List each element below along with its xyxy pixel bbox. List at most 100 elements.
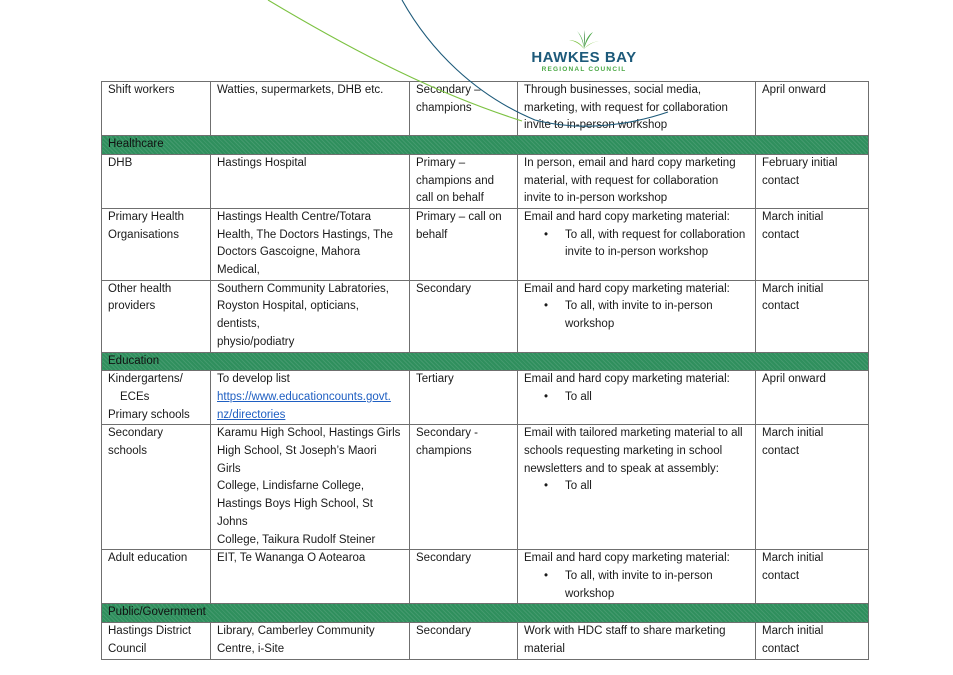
cell-text-line: March initial [762, 282, 824, 295]
cell-timing: April onward [755, 370, 869, 426]
cell-text-line: Doctors Gascoigne, Mahora Medical, [217, 246, 361, 277]
cell-text-line: Email and hard copy marketing material: [524, 373, 730, 386]
cell-text-line: Karamu High School, Hastings Girls [217, 427, 401, 440]
cell-text-line: Secondary [416, 552, 471, 565]
cell-text-line: Email and hard copy marketing material: [524, 282, 730, 295]
cell-text-line: Hastings Hospital [217, 156, 307, 169]
link-text-line[interactable]: nz/directories [217, 408, 286, 421]
cell-text-line: Council [108, 642, 147, 655]
bullet-text-line: invite to in-person workshop [565, 246, 709, 259]
cell-text-line: Secondary – [416, 84, 481, 96]
hawkes-bay-logo: HAWKES BAY REGIONAL COUNCIL [528, 30, 640, 74]
cell-method: Email and hard copy marketing material: T… [517, 370, 756, 426]
cell-priority: Secondary - champions [409, 424, 518, 551]
directory-link[interactable]: https://www.educationcounts.govt. nz/dire… [217, 389, 403, 424]
cell-text-line: Hastings District [108, 625, 192, 638]
table-row: Shift workers Watties, supermarkets, DHB … [101, 80, 869, 137]
bullet-item: To all, with request for collaborationin… [524, 227, 749, 262]
cell-text-line: providers [108, 300, 156, 313]
cell-priority: Secondary – champions [409, 80, 518, 137]
bullet-item: To all [524, 478, 749, 496]
cell-method: Email with tailored marketing material t… [517, 424, 756, 551]
cell-text-line: Centre, i-Site [217, 642, 285, 655]
cell-text-line: Other health [108, 282, 172, 295]
cell-text-line: Secondary [416, 625, 471, 638]
cell-text-line: Library, Camberley Community [217, 625, 375, 638]
cell-method: Through businesses, social media, marketi… [517, 80, 756, 137]
cell-text-line: Work with HDC staff to share marketing [524, 625, 726, 638]
cell-examples: Hastings Hospital [210, 153, 410, 209]
cell-text-line: newsletters and to speak at assembly: [524, 462, 719, 475]
cell-timing: March initial contact [755, 207, 869, 281]
logo-leaf-icon [569, 30, 599, 49]
section-header-row: Healthcare [101, 135, 869, 155]
cell-timing: April onward [755, 80, 869, 137]
cell-priority: Secondary [409, 279, 518, 353]
cell-text-line: March initial [762, 210, 824, 223]
cell-text-line: Email and hard copy marketing material: [524, 210, 730, 223]
bullet-text-line: To all, with invite to in-person [565, 569, 713, 582]
table-row: Secondary schools Karamu High School, Has… [101, 424, 869, 551]
engagement-plan-table: Shift workers Watties, supermarkets, DHB … [101, 80, 869, 660]
cell-text-line: Hastings Boys High School, St Johns [217, 498, 373, 528]
bullet-list: To all [524, 389, 749, 407]
bullet-list: To all, with invite to in-person workshop [524, 568, 749, 603]
cell-text-line: Health, The Doctors Hastings, The [217, 228, 393, 241]
cell-text-line: Primary schools [108, 408, 190, 421]
cell-text-line: Secondary - [416, 427, 479, 440]
cell-examples: Southern Community Labratories,Royston H… [210, 279, 410, 353]
section-header-row: Public/Government [101, 603, 869, 624]
cell-text-line: Email and hard copy marketing material: [524, 552, 730, 565]
cell-text-line: marketing, with request for collaboratio… [524, 101, 728, 114]
cell-text-line: April onward [762, 373, 826, 386]
cell-text-line: Organisations [108, 228, 179, 241]
bullet-text-line: workshop [565, 587, 615, 600]
cell-audience: Adult education [101, 549, 211, 605]
cell-text-line: Shift workers [108, 84, 175, 96]
cell-text-line: Hastings Health Centre/Totara [217, 210, 372, 223]
cell-text-line: champions [416, 445, 472, 458]
cell-text-line: To develop list [217, 373, 290, 386]
table-body: Shift workers Watties, supermarkets, DHB … [101, 80, 869, 660]
section-label: Healthcare [101, 135, 869, 155]
link-text-line[interactable]: https://www.educationcounts.govt. [217, 390, 391, 403]
logo-name: HAWKES BAY [531, 49, 637, 66]
cell-text-line: April onward [762, 84, 826, 96]
cell-text-line: champions [416, 101, 472, 114]
cell-text-line: contact [762, 445, 800, 458]
cell-priority: Secondary [409, 549, 518, 605]
cell-examples: To develop list https://www.educationcoun… [210, 370, 410, 426]
cell-text-line: Primary – call on [416, 210, 502, 223]
cell-text-line: March initial [762, 552, 824, 565]
cell-text-line: Through businesses, social media, [524, 84, 702, 96]
cell-text-line: material, with request for collaboration [524, 174, 719, 187]
cell-audience: Other health providers [101, 279, 211, 353]
cell-text-line: Secondary [416, 282, 471, 295]
cell-text-line: In person, email and hard copy marketing [524, 156, 736, 169]
cell-text-line: Watties, supermarkets, DHB etc. [217, 84, 384, 96]
cell-text-line: College, Taikura Rudolf Steiner [217, 533, 376, 546]
cell-audience: Secondary schools [101, 424, 211, 551]
cell-text-line: call on behalf [416, 192, 484, 205]
cell-audience: DHB [101, 153, 211, 209]
cell-text-line: physio/podiatry [217, 335, 295, 348]
cell-examples: Watties, supermarkets, DHB etc. [210, 80, 410, 137]
cell-text-line: contact [762, 228, 800, 241]
cell-text-line: schools requesting marketing in school [524, 445, 723, 458]
cell-text-line: invite to in-person workshop [524, 119, 668, 132]
